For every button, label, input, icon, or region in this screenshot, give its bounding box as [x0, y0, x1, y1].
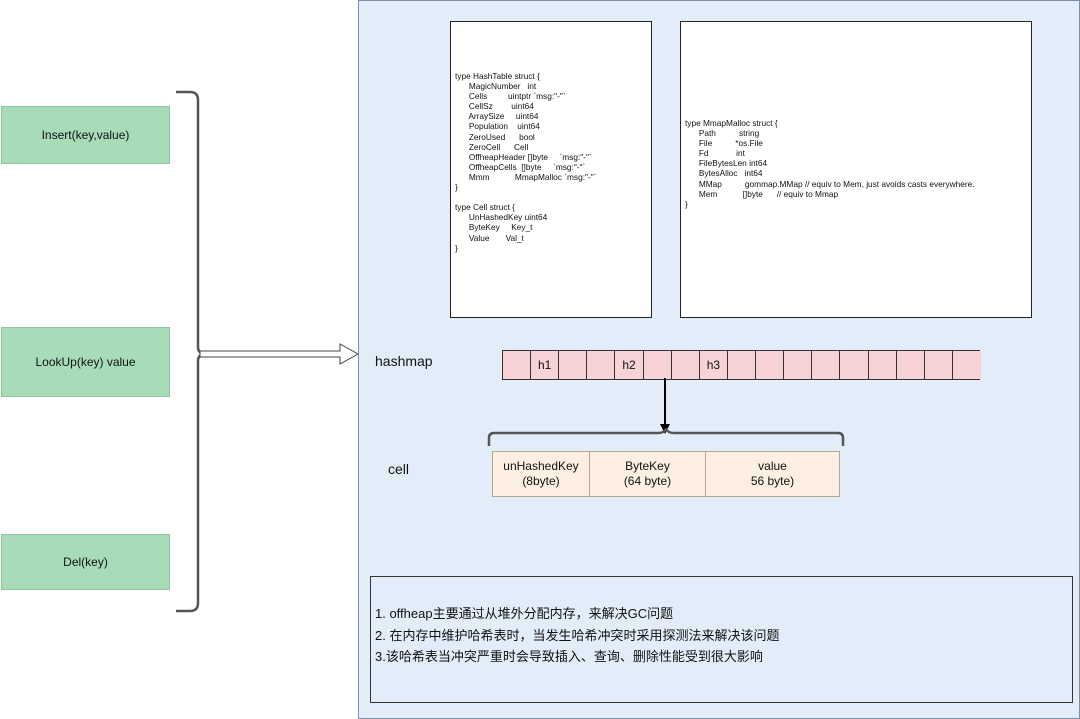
hashmap-slot: [671, 351, 700, 379]
hashmap-slot: [896, 351, 925, 379]
lookup-operation-box: LookUp(key) value: [1, 327, 170, 397]
unhashedkey-name: unHashedKey: [503, 459, 579, 473]
cell-label: cell: [388, 461, 410, 477]
hashmap-label: hashmap: [375, 353, 433, 369]
hashmap-slot: [643, 351, 672, 379]
bytekey-field: ByteKey (64 byte): [589, 451, 706, 497]
grouping-brace-and-arrow: [176, 90, 360, 613]
unhashedkey-field: unHashedKey (8byte): [492, 451, 590, 497]
hashmap-slot: [587, 351, 616, 379]
mmapmalloc-struct-code: type MmapMalloc struct { Path string Fil…: [680, 21, 1032, 318]
hashmap-slot: [559, 351, 588, 379]
insert-operation-box: Insert(key,value): [1, 106, 170, 164]
value-size: 56 byte): [750, 474, 795, 488]
hashmap-slot: [924, 351, 953, 379]
note-1: 1. offheap主要通过从堆外分配内存，来解决GC问题: [375, 606, 674, 621]
cell-brace: [487, 428, 845, 446]
del-operation-box: Del(key): [1, 534, 170, 590]
hashtable-struct-text: type HashTable struct { MagicNumber int …: [455, 71, 597, 253]
hashmap-slot: [812, 351, 841, 379]
hashmap-slot: [868, 351, 897, 379]
hashmap-slot: h3: [699, 351, 728, 379]
hashtable-struct-code: type HashTable struct { MagicNumber int …: [450, 21, 652, 318]
notes-box: 1. offheap主要通过从堆外分配内存，来解决GC问题 2. 在内存中维护哈…: [370, 576, 1073, 703]
hashmap-slot: [727, 351, 757, 379]
hashmap-slot: h2: [615, 351, 644, 379]
bytekey-name: ByteKey: [625, 459, 670, 473]
hashmap-slot: [784, 351, 813, 379]
note-2: 2. 在内存中维护哈希表时，当发生哈希冲突时采用探测法来解决该问题: [375, 627, 780, 643]
hashmap-slot: [952, 351, 981, 379]
hashmap-slot: h1: [531, 351, 560, 379]
note-3: 3.该哈希表当冲突严重时会导致插入、查询、删除性能受到很大影响: [375, 649, 763, 664]
value-field: value 56 byte): [705, 451, 840, 497]
mmapmalloc-struct-text: type MmapMalloc struct { Path string Fil…: [685, 118, 975, 209]
hashmap-slot: [756, 351, 785, 379]
unhashedkey-size: (8byte): [522, 474, 560, 488]
value-name: value: [758, 459, 787, 473]
bytekey-size: (64 byte): [623, 474, 672, 488]
hashmap-slot: [840, 351, 869, 379]
hashmap-slots: h1 h2 h3: [502, 350, 981, 380]
hashmap-slot: [503, 351, 532, 379]
